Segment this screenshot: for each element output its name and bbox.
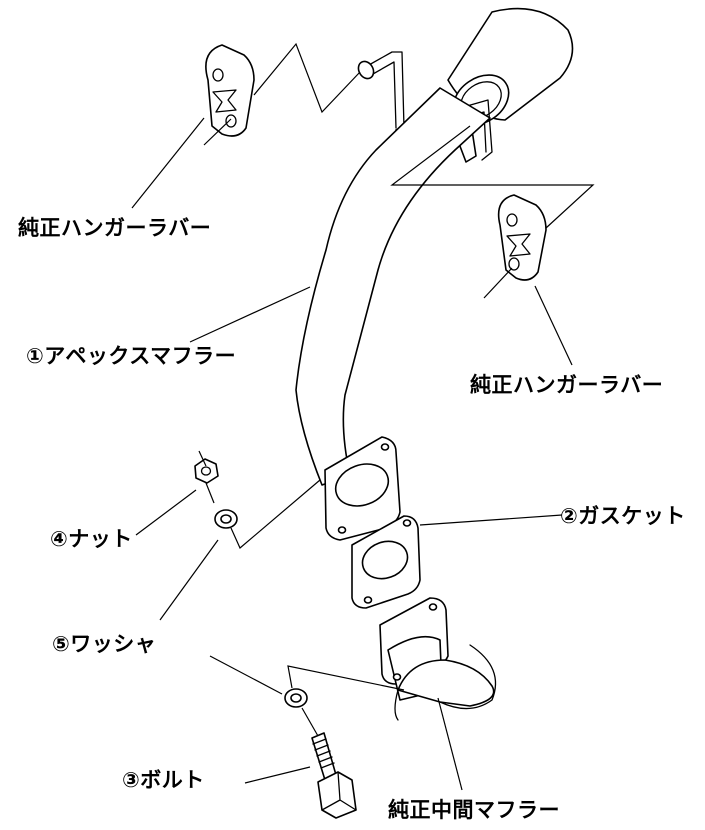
- label-hanger-rubber-left: 純正ハンガーラバー: [18, 216, 212, 240]
- bolt-part: [311, 732, 357, 819]
- hanger-rubber-right-part: [497, 194, 547, 281]
- label-gasket: ②ガスケット: [560, 504, 686, 528]
- label-bolt: ③ボルト: [122, 768, 205, 792]
- nut-part: [194, 458, 219, 484]
- label-nut: ④ナット: [50, 527, 133, 551]
- center-muffler-pipe: [394, 644, 497, 721]
- label-washer: ⑤ワッシャ: [52, 632, 157, 656]
- hanger-rubber-left-part: [205, 44, 255, 137]
- label-center-muffler: 純正中間マフラー: [388, 798, 560, 822]
- label-apex-muffler: ①アペックスマフラー: [26, 344, 237, 368]
- pipe-inlet-flange: [324, 436, 401, 541]
- gasket-part: [351, 515, 421, 609]
- leader-lines: [131, 42, 595, 791]
- label-hanger-rubber-right: 純正ハンガーラバー: [470, 373, 664, 397]
- washer-lower-part: [284, 688, 308, 708]
- washer-upper-part: [214, 509, 238, 529]
